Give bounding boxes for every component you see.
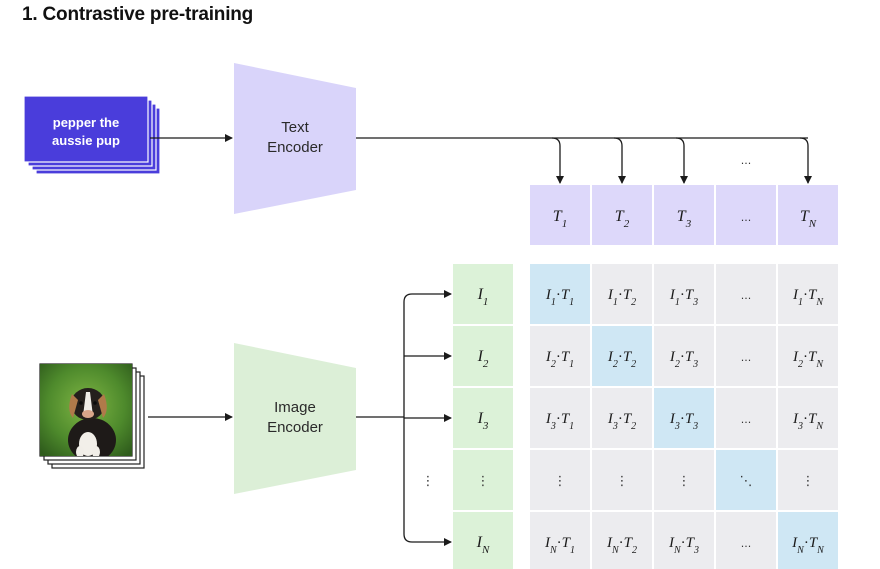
similarity-cell: [778, 326, 838, 386]
similarity-label: ⋮: [802, 474, 815, 489]
similarity-cell: [592, 450, 652, 510]
puppy-photo: [40, 364, 132, 456]
arrow-to-text-embedding: [675, 137, 688, 184]
image-embedding-label: I1: [477, 286, 489, 308]
dog-paw-left: [76, 446, 84, 456]
arrow-to-text-embedding: [613, 137, 626, 184]
text-embedding-cell: [716, 185, 776, 245]
image-embedding-label: I3: [477, 410, 489, 432]
dog-eye-right: [93, 401, 97, 405]
similarity-cell-diagonal: [530, 264, 590, 324]
similarity-label: IN·T2: [606, 535, 637, 556]
arrow-to-text-embedding: [799, 137, 812, 184]
text-embedding-cell: [778, 185, 838, 245]
similarity-label: I3·TN: [792, 411, 824, 432]
similarity-label: I1·T3: [669, 287, 698, 308]
similarity-cell: [654, 326, 714, 386]
similarity-label: I2·T1: [545, 349, 574, 370]
similarity-cell: [654, 512, 714, 569]
similarity-label: I1·TN: [792, 287, 824, 308]
similarity-label: ...: [741, 413, 752, 426]
similarity-label: IN·T1: [544, 535, 575, 556]
dog-muzzle: [82, 410, 94, 418]
similarity-label: ⋮: [616, 474, 629, 489]
similarity-label: I3·T1: [545, 411, 574, 432]
text-embedding-label: T3: [677, 208, 692, 230]
similarity-cell: [592, 388, 652, 448]
similarity-cell: [778, 450, 838, 510]
similarity-label: I1·T2: [607, 287, 636, 308]
similarity-cell: [654, 264, 714, 324]
similarity-cell: [530, 388, 590, 448]
similarity-cell: [592, 512, 652, 569]
image-encoder-shape: [234, 343, 356, 494]
image-embedding-cell: [453, 326, 513, 386]
image-embedding-label: I2: [477, 348, 489, 370]
dog-blaze: [83, 392, 93, 416]
similarity-label: I2·T3: [669, 349, 698, 370]
text-encoder-shape: [234, 63, 356, 214]
image-embedding-cell: [453, 264, 513, 324]
dog-eye-left: [79, 401, 83, 405]
text-embedding-cell: [592, 185, 652, 245]
similarity-label: I2·TN: [792, 349, 824, 370]
similarity-cell: [716, 326, 776, 386]
similarity-cell: [716, 388, 776, 448]
similarity-cell: [716, 264, 776, 324]
image-encoder-label-line2: Encoder: [267, 419, 323, 436]
image-embedding-label: ⋮: [477, 474, 490, 489]
image-embedding-cell: [453, 450, 513, 510]
dog-ear-right: [98, 394, 107, 418]
similarity-cell: [530, 326, 590, 386]
text-embedding-label: T2: [615, 208, 630, 230]
similarity-cell: [778, 388, 838, 448]
similarity-cell: [716, 512, 776, 569]
similarity-cell: [592, 264, 652, 324]
similarity-label: ⋮: [554, 474, 567, 489]
similarity-label: I1·T1: [545, 287, 574, 308]
page-title: 1. Contrastive pre-training: [22, 4, 254, 25]
text-input-line1: pepper the: [53, 115, 119, 130]
similarity-cell-diagonal: [716, 450, 776, 510]
text-embedding-label: TN: [800, 208, 817, 230]
image-embedding-label: IN: [476, 534, 490, 556]
text-embedding-label: T1: [553, 208, 567, 230]
text-input-line2: aussie pup: [52, 133, 120, 148]
similarity-label: ...: [741, 289, 752, 302]
text-input-card: [23, 95, 149, 163]
arrow-to-text-embedding: [551, 137, 564, 184]
text-encoder-label-line2: Encoder: [267, 139, 323, 156]
similarity-cell-diagonal: [592, 326, 652, 386]
image-embedding-cell: [453, 512, 513, 569]
similarity-label: IN·TN: [791, 535, 825, 556]
similarity-cell-diagonal: [778, 512, 838, 569]
similarity-label: I2·T2: [607, 349, 636, 370]
arrow-to-image-embedding: [403, 290, 452, 303]
similarity-label: ...: [741, 537, 752, 550]
text-embedding-label: ...: [741, 211, 752, 224]
similarity-label: I3·T2: [607, 411, 636, 432]
similarity-label: ...: [741, 351, 752, 364]
text-embedding-cell: [530, 185, 590, 245]
image-branch-vdots: ⋮: [422, 474, 435, 489]
similarity-label: ⋮: [678, 474, 691, 489]
dog-ear-left: [69, 394, 78, 418]
similarity-label: IN·T3: [668, 535, 699, 556]
text-encoder-label-line1: Text: [281, 119, 309, 136]
dog-paw-right: [92, 446, 100, 456]
arrow-to-image-embedding: [403, 533, 452, 546]
image-encoder-label-line1: Image: [274, 399, 316, 416]
similarity-label: ⋱: [740, 474, 753, 489]
similarity-cell-diagonal: [654, 388, 714, 448]
similarity-cell: [654, 450, 714, 510]
text-embedding-cell: [654, 185, 714, 245]
similarity-label: I3·T3: [669, 411, 698, 432]
image-embedding-cell: [453, 388, 513, 448]
similarity-cell: [778, 264, 838, 324]
similarity-cell: [530, 512, 590, 569]
text-branch-ellipsis: ...: [741, 154, 752, 167]
similarity-cell: [530, 450, 590, 510]
